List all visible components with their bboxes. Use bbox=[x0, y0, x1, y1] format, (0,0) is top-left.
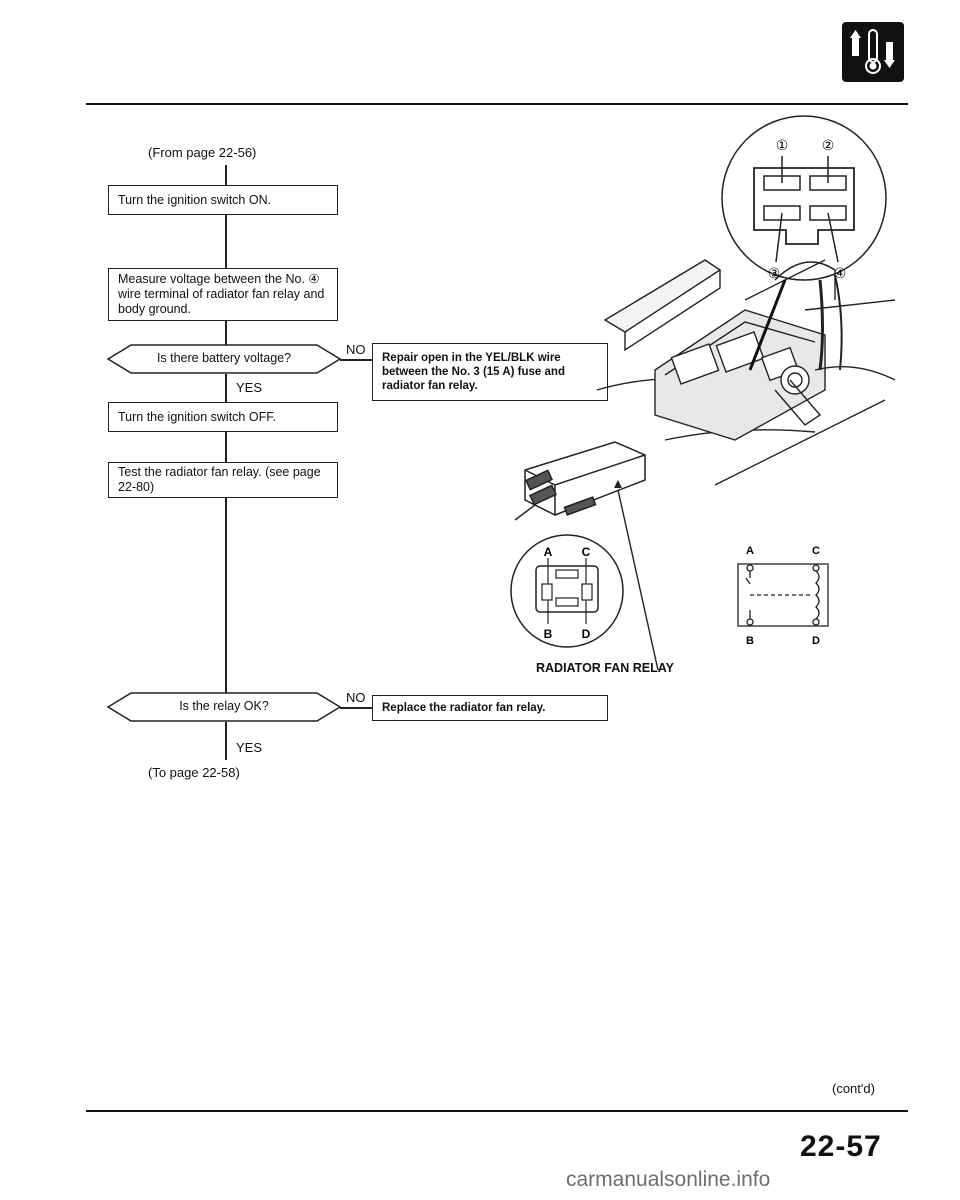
flow-connector bbox=[225, 374, 227, 402]
relay-pin-inset: A C B D bbox=[510, 534, 624, 648]
section-icon bbox=[842, 22, 904, 82]
step-test-relay: Test the radiator fan relay. (see page 2… bbox=[108, 462, 338, 498]
step-measure-voltage: Measure voltage between the No. ④ wire t… bbox=[108, 268, 338, 321]
action-replace-relay: Replace the radiator fan relay. bbox=[372, 695, 608, 721]
relay-leader-line bbox=[614, 480, 659, 671]
flow-connector bbox=[225, 498, 227, 693]
schematic-pin-label: B bbox=[746, 635, 754, 647]
relay-box-illustration bbox=[596, 259, 896, 486]
relay-schematic: A C B D bbox=[737, 545, 829, 647]
terminal-label: ④ bbox=[834, 265, 847, 281]
no-label: NO bbox=[346, 342, 366, 357]
connector-terminal-inset: ① ② ③ ④ bbox=[721, 115, 887, 281]
flow-connector bbox=[225, 432, 227, 462]
terminal-label: ② bbox=[822, 137, 835, 153]
step-ignition-off: Turn the ignition switch OFF. bbox=[108, 402, 338, 432]
flow-connector-no bbox=[340, 707, 372, 709]
flow-connector-no bbox=[340, 359, 372, 361]
action-repair-open-wire: Repair open in the YEL/BLK wire between … bbox=[372, 343, 608, 401]
radiator-fan-relay-drawing bbox=[514, 441, 646, 521]
relay-pin-label: D bbox=[582, 627, 591, 641]
flow-connector bbox=[225, 215, 227, 268]
flow-connector bbox=[225, 165, 227, 185]
page-number: 22-57 bbox=[800, 1130, 882, 1163]
watermark: carmanualsonline.info bbox=[566, 1168, 771, 1191]
continued-label: (cont'd) bbox=[832, 1081, 875, 1096]
schematic-pin-label: A bbox=[746, 545, 754, 557]
relay-pin-label: C bbox=[582, 545, 591, 559]
relay-pin-label: A bbox=[544, 545, 553, 559]
relay-pin-label: B bbox=[544, 627, 553, 641]
relay-label: RADIATOR FAN RELAY bbox=[536, 661, 674, 675]
to-page-text: (To page 22-58) bbox=[148, 765, 240, 780]
schematic-pin-label: C bbox=[812, 545, 820, 557]
step-ignition-on: Turn the ignition switch ON. bbox=[108, 185, 338, 215]
flow-connector bbox=[225, 722, 227, 760]
yes-label: YES bbox=[236, 380, 263, 395]
from-page-text: (From page 22-56) bbox=[148, 145, 257, 160]
terminal-label: ① bbox=[776, 137, 789, 153]
decision-relay-ok: Is the relay OK? bbox=[179, 699, 269, 713]
schematic-pin-label: D bbox=[812, 635, 820, 647]
flow-connector bbox=[225, 321, 227, 345]
footer-rule bbox=[86, 1110, 908, 1112]
decision-battery-voltage: Is there battery voltage? bbox=[156, 351, 292, 365]
yes-label: YES bbox=[236, 740, 263, 755]
header-rule bbox=[86, 103, 908, 105]
no-label: NO bbox=[346, 690, 366, 705]
